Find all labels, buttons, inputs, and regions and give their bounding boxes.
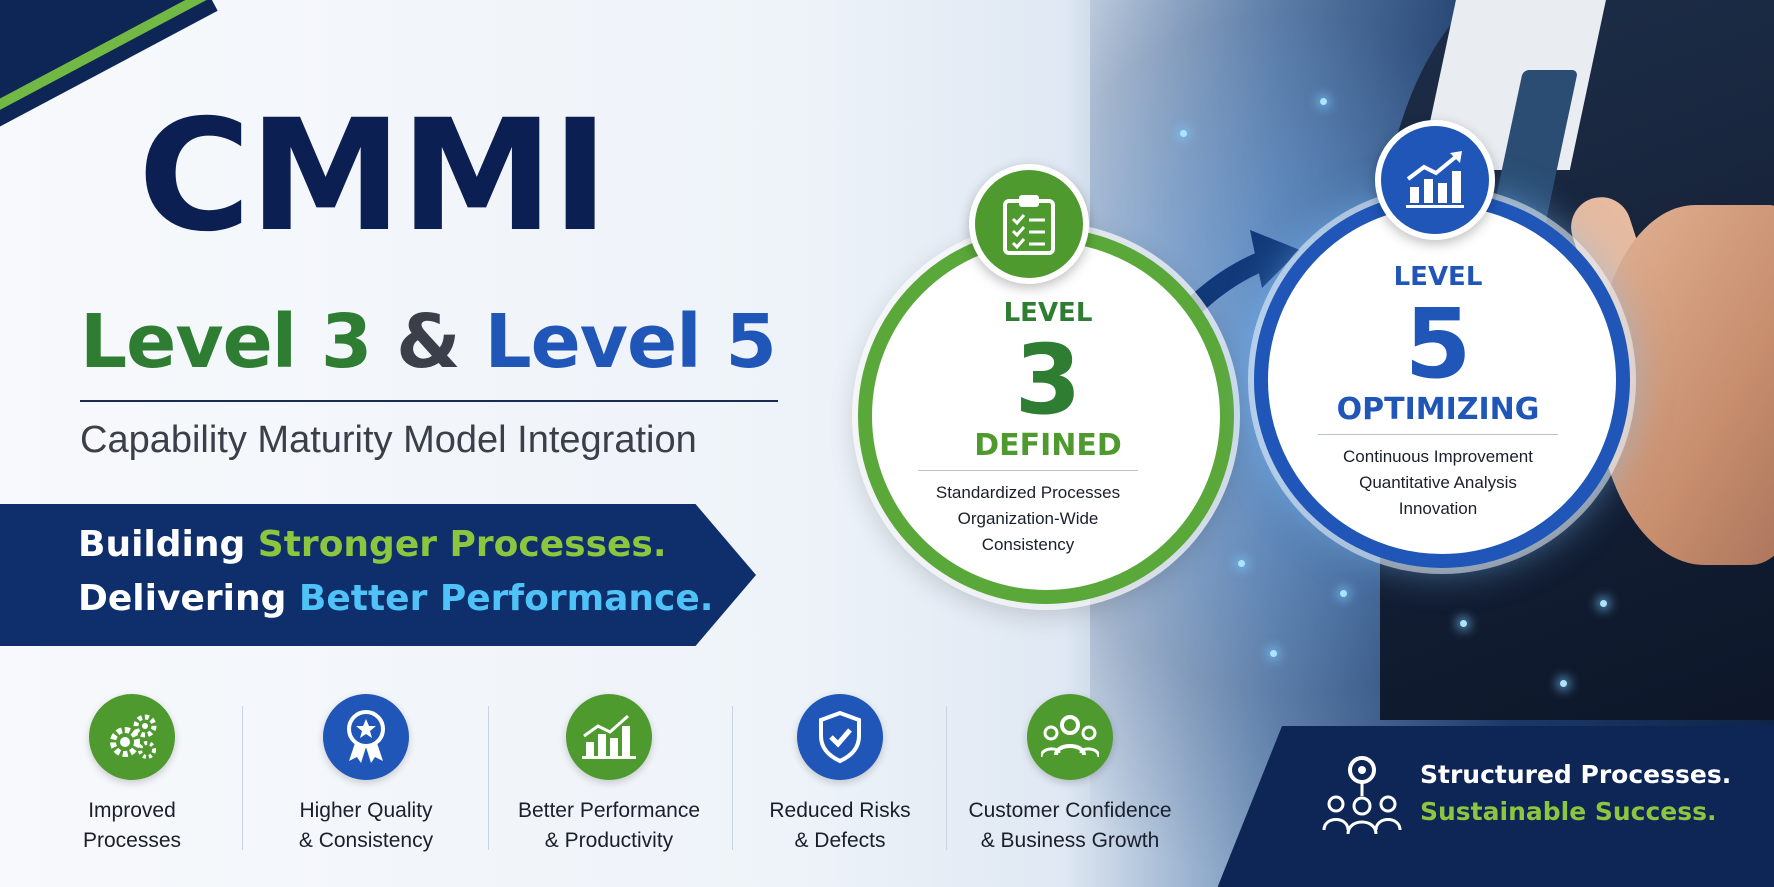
benefit-label: Reduced Risks & Defects (725, 796, 955, 856)
benefit-label-line: & Defects (794, 829, 886, 852)
level-3-desc-line: Standardized Processes (935, 483, 1121, 502)
main-title: CMMI (138, 87, 609, 266)
benefit-label-line: Higher Quality (299, 799, 433, 822)
growth-chart-icon (1406, 151, 1464, 208)
network-node (1600, 600, 1607, 607)
benefit-better-performance: Better Performance & Productivity (494, 694, 724, 856)
benefit-icon-circle (566, 694, 652, 780)
network-node (1180, 130, 1187, 137)
tagline-1-highlight: Stronger Processes. (257, 524, 667, 565)
benefit-separator (488, 706, 489, 850)
level-3-heading: Level 3 (80, 299, 372, 385)
benefit-reduced-risks: Reduced Risks & Defects (725, 694, 955, 856)
benefit-icon-circle (797, 694, 883, 780)
benefit-label: Improved Processes (17, 796, 247, 856)
shield-check-icon (819, 710, 861, 764)
benefit-separator (946, 706, 947, 850)
benefit-separator (732, 706, 733, 850)
ampersand: & (396, 299, 461, 385)
closing-line-2: Sustainable Success. (1420, 797, 1717, 826)
benefit-label-line: Processes (82, 829, 182, 852)
benefit-label: Higher Quality & Consistency (251, 796, 481, 856)
benefit-icon-circle (323, 694, 409, 780)
level-5-description: Continuous Improvement Quantitative Anal… (1318, 444, 1558, 522)
subtitle: Capability Maturity Model Integration (80, 419, 697, 461)
gears-icon (110, 714, 157, 759)
level-heading: Level 3 & Level 5 (80, 299, 777, 385)
network-node (1320, 98, 1327, 105)
benefit-label: Customer Confidence & Business Growth (955, 796, 1185, 856)
level-3-badge (969, 164, 1089, 284)
level-5-desc-line: Continuous Improvement (1343, 447, 1533, 466)
level-5-label: LEVEL (1393, 262, 1483, 292)
level-3-divider (918, 470, 1138, 471)
level-3-desc-line: Organization-Wide (957, 509, 1099, 528)
team-icon (1041, 715, 1099, 758)
level-3-name: DEFINED (974, 428, 1122, 463)
benefit-icon-circle (89, 694, 175, 780)
benefit-separator (242, 706, 243, 850)
benefit-icon-circle (1027, 694, 1113, 780)
tagline-line-2: Delivering Better Performance. (78, 578, 713, 619)
benefit-label-line: Customer Confidence (968, 799, 1172, 822)
closing-line-1: Structured Processes. (1420, 760, 1732, 789)
level-5-badge (1375, 120, 1495, 240)
clipboard-checklist-icon (1003, 195, 1055, 255)
benefit-label-line: Reduced Risks (769, 799, 911, 822)
tagline-2-plain: Delivering (78, 578, 299, 619)
benefit-label: Better Performance & Productivity (494, 796, 724, 856)
bar-chart-icon (582, 714, 636, 759)
benefit-customer-confidence: Customer Confidence & Business Growth (955, 694, 1185, 856)
level-3-number: 3 (1014, 324, 1082, 436)
network-node (1340, 590, 1347, 597)
level-5-divider (1318, 434, 1558, 435)
network-people-icon (1322, 756, 1402, 835)
network-node (1238, 560, 1245, 567)
benefit-label-line: & Consistency (298, 829, 434, 852)
level-3-description: Standardized Processes Organization-Wide… (908, 480, 1148, 558)
network-node (1270, 650, 1277, 657)
network-node (1560, 680, 1567, 687)
level-5-desc-line: Quantitative Analysis (1359, 473, 1517, 492)
benefit-label-line: & Business Growth (980, 829, 1160, 852)
network-node (1460, 620, 1467, 627)
benefit-higher-quality: Higher Quality & Consistency (251, 694, 481, 856)
level-5-name: OPTIMIZING (1336, 392, 1540, 427)
benefit-label-line: & Productivity (544, 829, 674, 852)
level-5-desc-line: Innovation (1398, 499, 1478, 518)
level-3-label: LEVEL (1003, 298, 1093, 328)
title-divider (80, 400, 778, 402)
tagline-2-highlight: Better Performance. (298, 578, 714, 619)
level-3-desc-line: Consistency (981, 535, 1075, 554)
benefit-label-line: Improved (88, 799, 176, 822)
level-5-heading: Level 5 (484, 299, 776, 385)
closing-panel (1210, 726, 1774, 887)
benefit-improved-processes: Improved Processes (17, 694, 247, 856)
tagline-line-1: Building Stronger Processes. (78, 524, 667, 565)
tagline-banner (0, 504, 756, 646)
award-ribbon-icon (347, 710, 385, 763)
tagline-1-plain: Building (78, 524, 258, 565)
level-5-number: 5 (1404, 288, 1472, 400)
benefit-label-line: Better Performance (517, 799, 701, 822)
